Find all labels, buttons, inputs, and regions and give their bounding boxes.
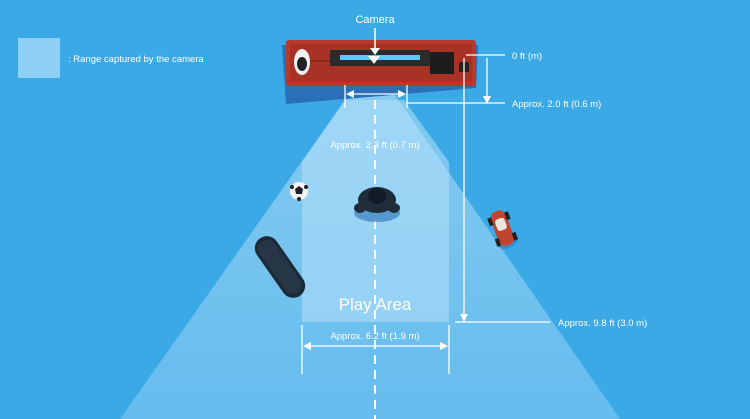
play-area-label: Play Area [339,295,412,314]
vr-headset-icon [294,49,310,75]
football-icon [290,182,308,201]
camera-arrowhead [370,48,380,55]
skateboard-icon [254,236,306,298]
player-icon [354,187,400,222]
measurement-arrowheads [303,90,491,350]
near-distance-label: Approx. 2.0 ft (0.6 m) [512,99,601,110]
legend-swatch [18,38,60,78]
camera-label: Camera [355,14,395,26]
zero-distance-label: 0 ft (m) [512,51,542,62]
far-distance-label: Approx. 9.8 ft (3.0 m) [558,318,647,329]
toy-car-icon [487,210,519,249]
near-width-label: Approx. 2.3 ft (0.7 m) [330,140,419,151]
camera-icon [368,56,380,64]
measurement-lines [301,54,550,374]
far-width-label: Approx. 6.2 ft (1.9 m) [330,331,419,342]
tv-stand [282,40,478,104]
legend-text: : Range captured by the camera [68,54,204,65]
